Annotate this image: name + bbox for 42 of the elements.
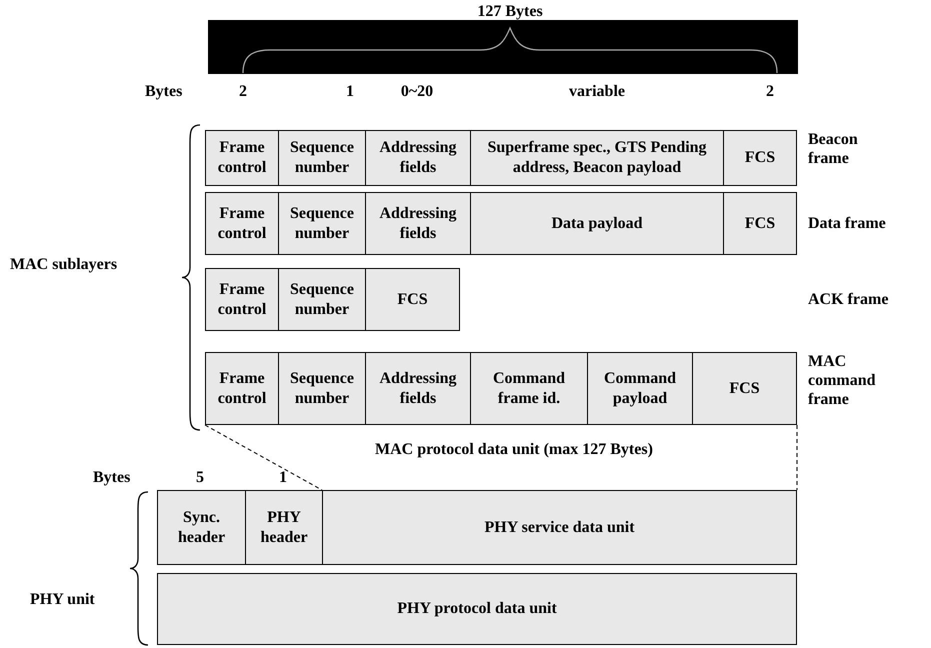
byte-count: 1: [346, 82, 354, 102]
byte-count: 0~20: [400, 82, 434, 102]
dashed-line: [796, 424, 798, 490]
field-box: Sync. header: [157, 490, 246, 565]
byte-count: 1: [279, 468, 287, 488]
frame-label: Beacon frame: [808, 130, 859, 168]
field-box: Frame control: [205, 192, 279, 255]
field-box: Addressing fields: [365, 192, 471, 255]
field-box: Sequence number: [278, 352, 366, 425]
field-box: FCS: [692, 352, 797, 425]
unit-label: MAC protocol data unit (max 127 Bytes): [375, 440, 653, 460]
field-box: FCS: [723, 130, 797, 186]
field-box: PHY protocol data unit: [157, 573, 797, 645]
field-box: Frame control: [205, 130, 279, 186]
field-box: PHY header: [245, 490, 323, 565]
field-box: Command frame id.: [470, 352, 588, 425]
field-box: Sequence number: [278, 192, 366, 255]
field-box: Superframe spec., GTS Pending address, Beacon payload: [470, 130, 724, 186]
frame-label: Data frame: [808, 214, 886, 234]
frame-label: MAC command frame: [808, 352, 877, 410]
field-box: Addressing fields: [365, 352, 471, 425]
byte-count: variable: [569, 82, 625, 102]
field-box: Sequence number: [278, 268, 366, 331]
field-box: Data payload: [470, 192, 724, 255]
field-box: Addressing fields: [365, 130, 471, 186]
field-box: FCS: [723, 192, 797, 255]
field-box: Sequence number: [278, 130, 366, 186]
byte-count: 5: [196, 468, 204, 488]
field-box: Frame control: [205, 352, 279, 425]
heading-label: 127 Bytes: [477, 2, 543, 22]
byte-count: 2: [239, 82, 247, 102]
group-label: PHY unit: [30, 590, 95, 610]
dashed-line: [204, 424, 322, 490]
frame-label: ACK frame: [808, 290, 888, 310]
row-label: Bytes: [145, 82, 182, 102]
field-box: Command payload: [587, 352, 693, 425]
group-label: MAC sublayers: [10, 255, 118, 274]
field-box: FCS: [365, 268, 460, 331]
row-label: Bytes: [93, 468, 130, 488]
field-box: PHY service data unit: [322, 490, 797, 565]
field-box: Frame control: [205, 268, 279, 331]
byte-count: 2: [766, 82, 774, 102]
